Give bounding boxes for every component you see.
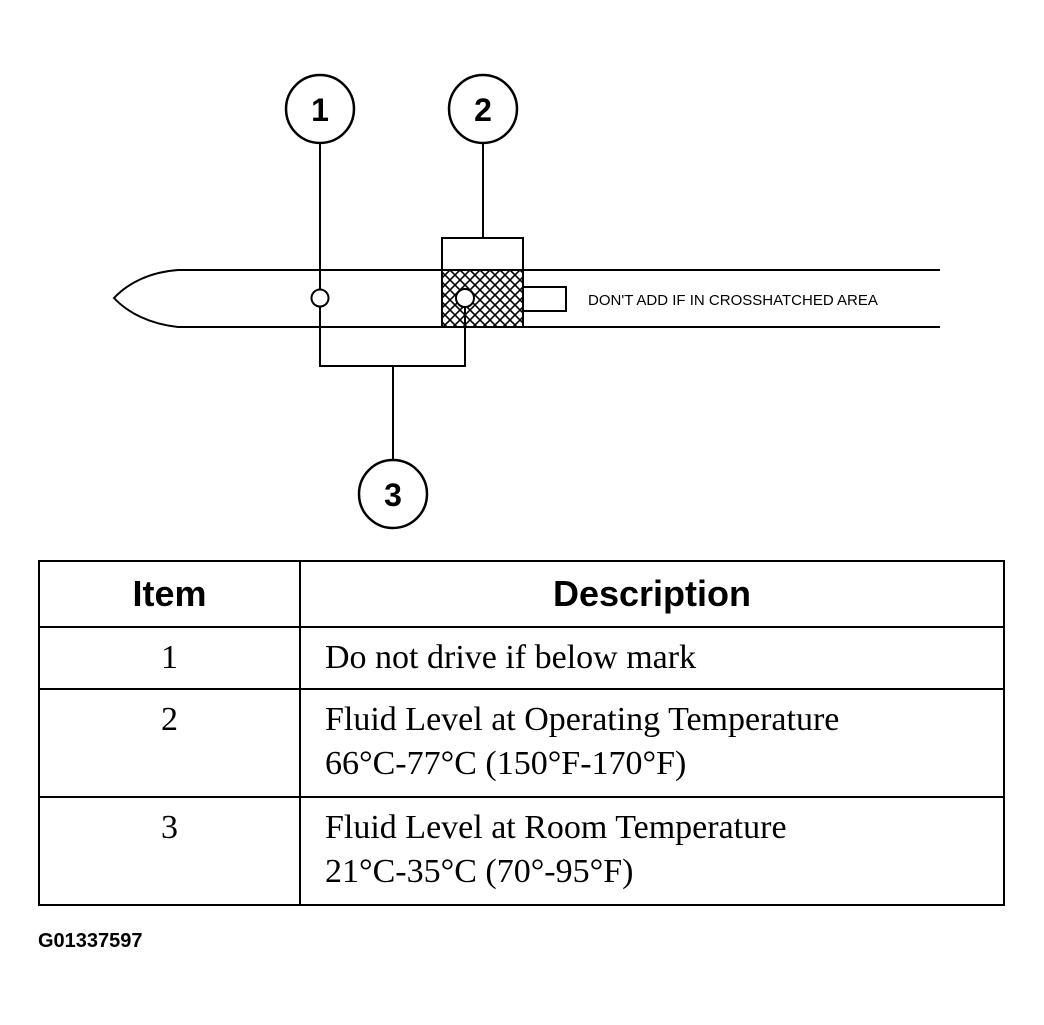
callout-2-label: 2 — [474, 92, 492, 128]
row-description: Fluid Level at Operating Temperature 66°… — [299, 688, 1005, 798]
legend-header-row: Item Description — [38, 560, 1005, 628]
description-column-header: Description — [299, 560, 1005, 628]
callout-1: 1 — [284, 73, 356, 289]
row-item-number: 2 — [38, 688, 301, 798]
legend-table: Item Description 1 Do not drive if below… — [38, 560, 1005, 906]
table-row: 2 Fluid Level at Operating Temperature 6… — [38, 688, 1005, 798]
callout-3-label: 3 — [384, 477, 402, 513]
description-line: 21°C-35°C (70°-95°F) — [325, 853, 634, 890]
table-row: 3 Fluid Level at Room Temperature 21°C-3… — [38, 796, 1005, 906]
callout-3: 3 — [319, 307, 466, 530]
dipstick-diagram: DON'T ADD IF IN CROSSHATCHED AREA 1 2 3 — [112, 73, 940, 530]
hot-mark-hole — [455, 288, 475, 308]
note-pointer-box — [522, 286, 567, 312]
description-line: Do not drive if below mark — [325, 639, 697, 676]
item-column-header: Item — [38, 560, 301, 628]
description-line: Fluid Level at Room Temperature — [325, 809, 787, 846]
callout-2: 2 — [441, 73, 524, 270]
crosshatched-area — [441, 269, 524, 328]
row-item-number: 3 — [38, 796, 301, 906]
row-item-number: 1 — [38, 626, 301, 690]
row-description: Do not drive if below mark — [299, 626, 1005, 690]
low-mark-hole — [310, 288, 330, 308]
description-line: Fluid Level at Operating Temperature — [325, 701, 840, 738]
crosshatch-note: DON'T ADD IF IN CROSSHATCHED AREA — [588, 292, 878, 309]
row-description: Fluid Level at Room Temperature 21°C-35°… — [299, 796, 1005, 906]
callout-1-label: 1 — [311, 92, 329, 128]
figure-id: G01337597 — [38, 930, 143, 952]
table-row: 1 Do not drive if below mark — [38, 626, 1005, 690]
dipstick-blade — [112, 269, 940, 328]
description-line: 66°C-77°C (150°F-170°F) — [325, 745, 687, 782]
